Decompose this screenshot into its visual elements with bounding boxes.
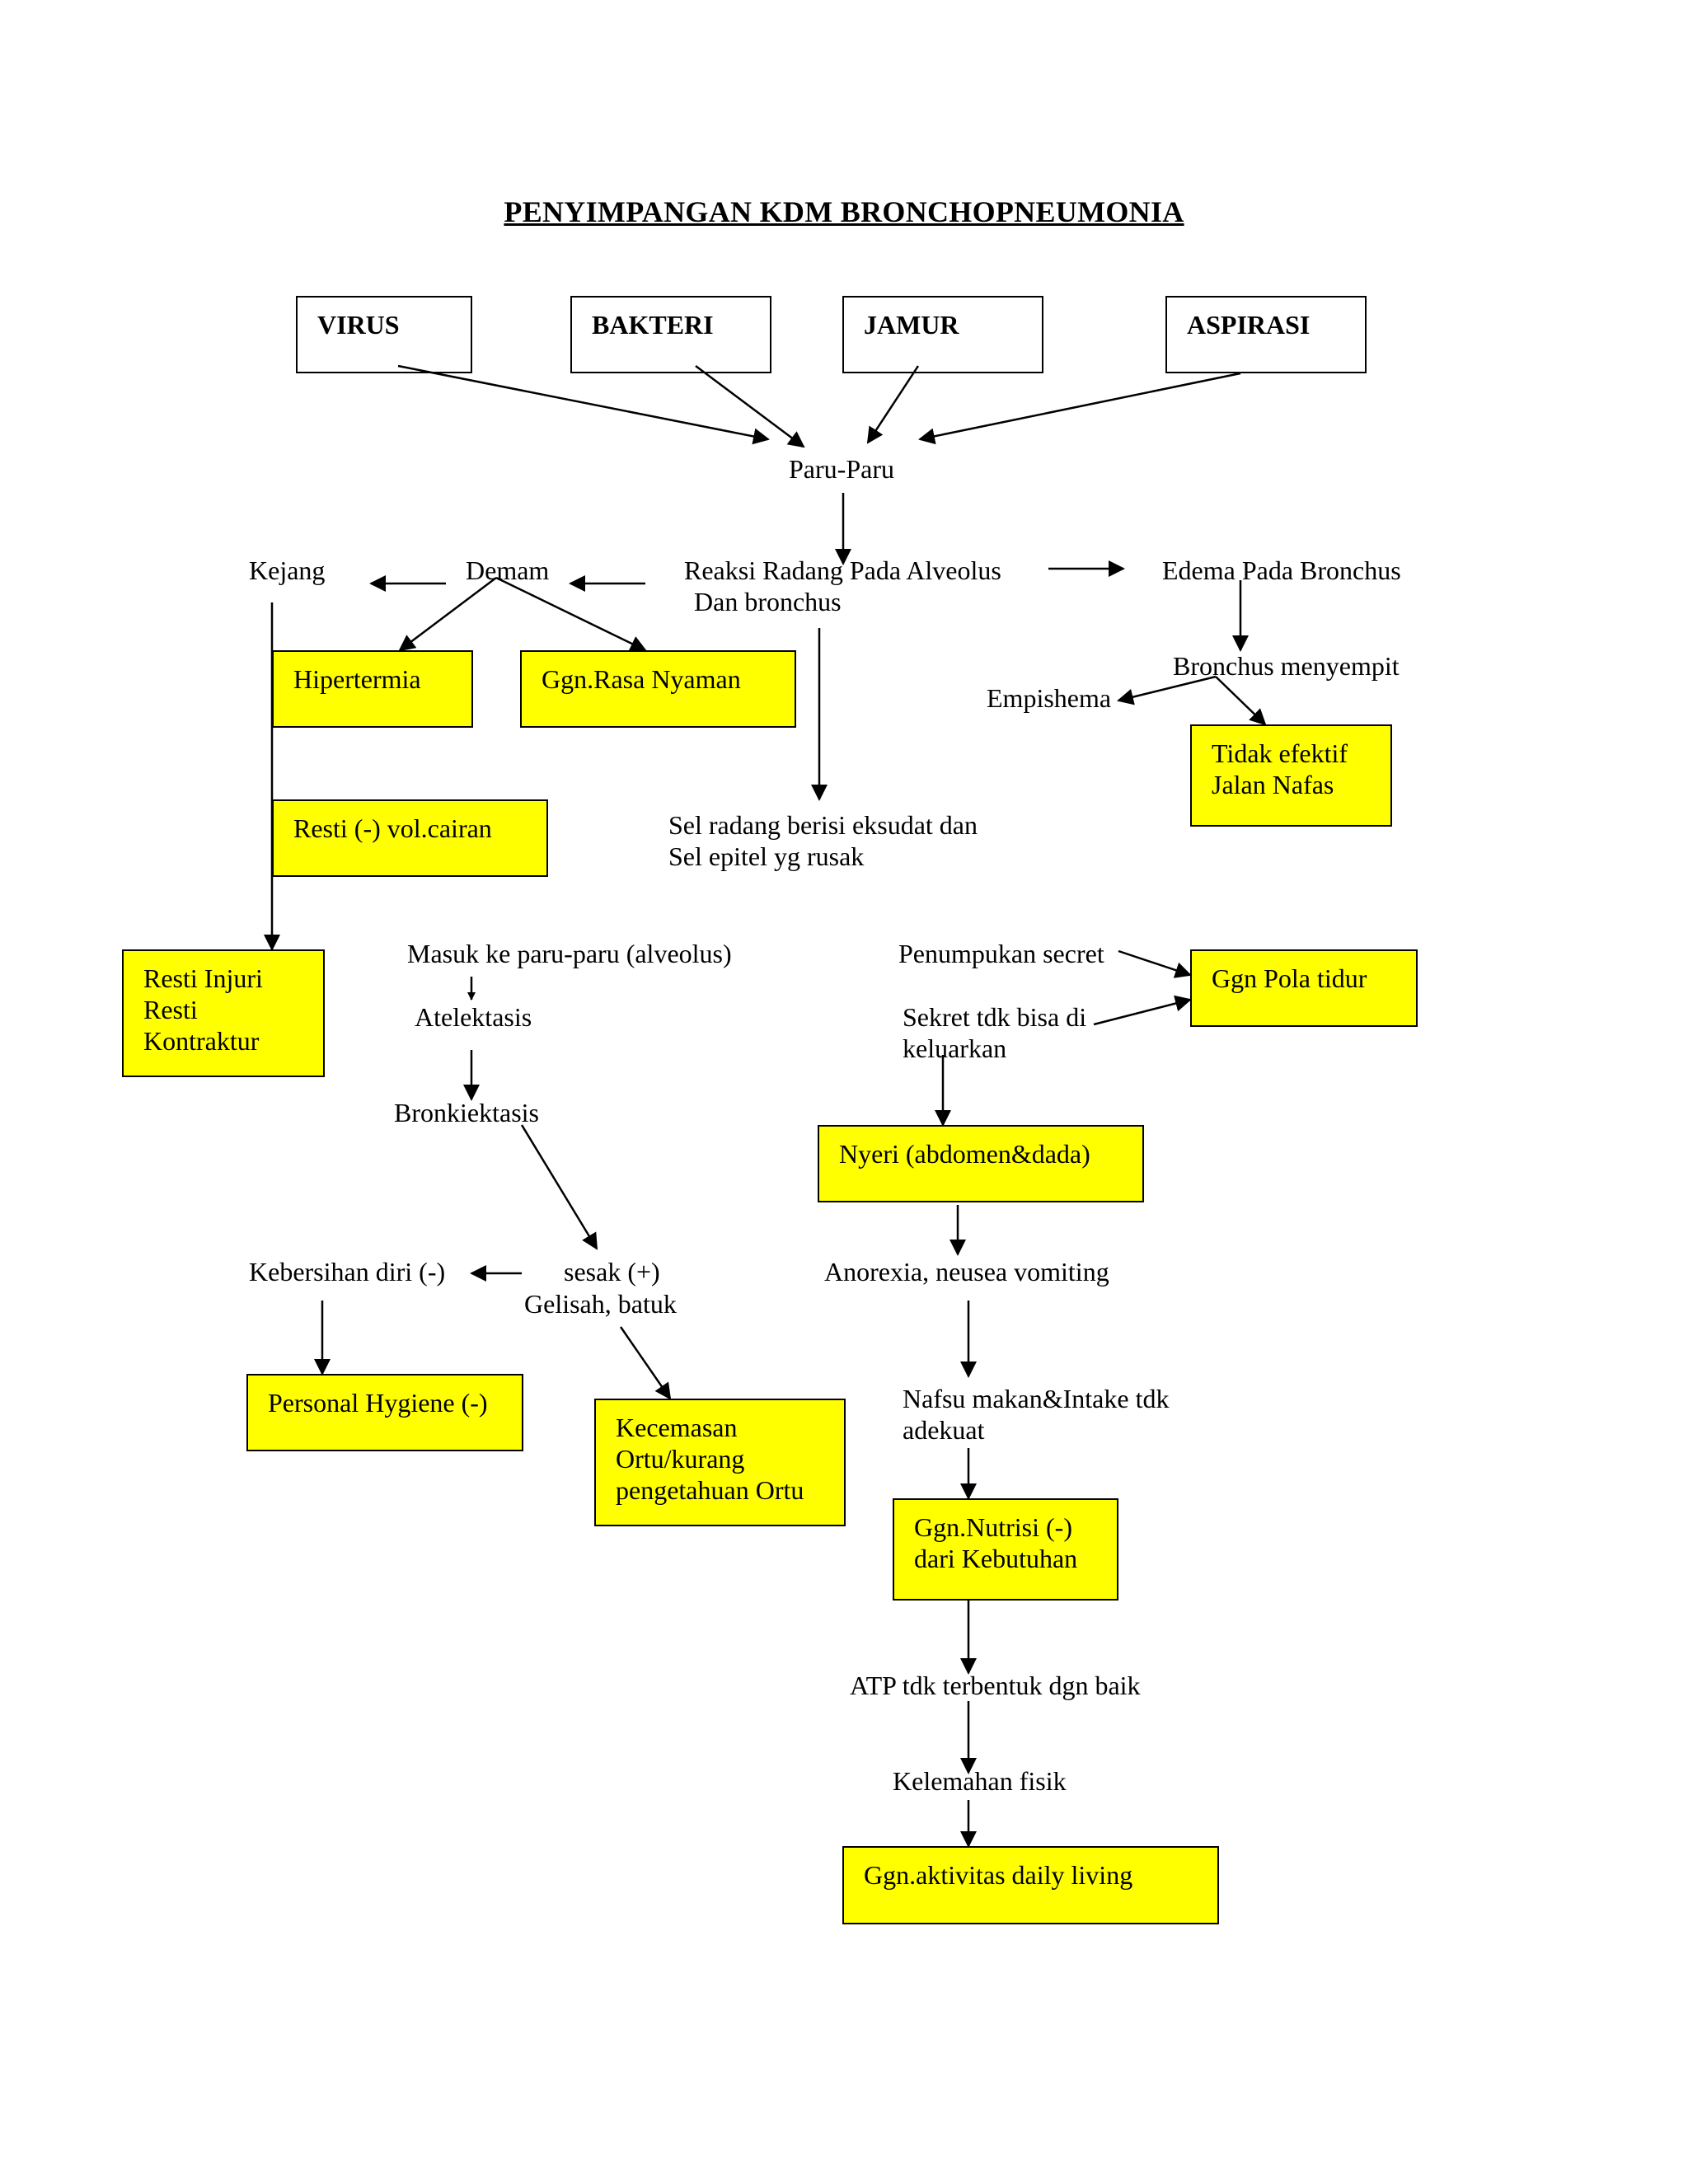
cause-label: VIRUS bbox=[317, 310, 400, 340]
node-line: Sel radang berisi eksudat dan bbox=[668, 810, 978, 840]
diagnosis-nyeri: Nyeri (abdomen&dada) bbox=[818, 1125, 1144, 1202]
arrow-jamur-paru bbox=[866, 365, 920, 444]
diagnosis-line: Kecemasan bbox=[616, 1413, 738, 1442]
diagnosis-line: Resti Injuri bbox=[143, 963, 263, 993]
cause-bakteri: BAKTERI bbox=[570, 296, 771, 373]
node-demam: Demam bbox=[466, 555, 550, 585]
diagnosis-tidak-efektif: Tidak efektif Jalan Nafas bbox=[1190, 724, 1392, 827]
diagnosis-resti-cairan: Resti (-) vol.cairan bbox=[272, 799, 548, 877]
node-atp: ATP tdk terbentuk dgn baik bbox=[850, 1671, 1141, 1700]
node-gelisah: Gelisah, batuk bbox=[524, 1289, 677, 1319]
arrow-demam-hipertermia bbox=[398, 577, 497, 652]
diagnosis-line: Nyeri (abdomen&dada) bbox=[839, 1139, 1090, 1169]
node-line: Reaksi Radang Pada Alveolus bbox=[684, 555, 1001, 585]
node-kelemahan: Kelemahan fisik bbox=[893, 1766, 1067, 1796]
diagnosis-line: Resti bbox=[143, 995, 198, 1024]
cause-virus: VIRUS bbox=[296, 296, 472, 373]
diagnosis-aktivitas: Ggn.aktivitas daily living bbox=[842, 1846, 1219, 1924]
diagnosis-pola-tidur: Ggn Pola tidur bbox=[1190, 949, 1418, 1027]
diagnosis-kecemasan: Kecemasan Ortu/kurang pengetahuan Ortu bbox=[594, 1399, 846, 1526]
diagnosis-line: Ggn Pola tidur bbox=[1212, 963, 1367, 993]
node-kebersihan: Kebersihan diri (-) bbox=[249, 1257, 446, 1286]
node-reaksi-radang: Reaksi Radang Pada Alveolus Dan bronchus bbox=[684, 555, 1001, 617]
diagnosis-nutrisi: Ggn.Nutrisi (-) dari Kebutuhan bbox=[893, 1498, 1118, 1601]
arrow-bakteri-paru bbox=[695, 364, 805, 448]
diagnosis-line: Kontraktur bbox=[143, 1026, 260, 1056]
cause-label: BAKTERI bbox=[592, 310, 714, 340]
node-kejang: Kejang bbox=[249, 555, 326, 585]
cause-aspirasi: ASPIRASI bbox=[1165, 296, 1367, 373]
diagnosis-line: Ggn.Nutrisi (-) bbox=[914, 1512, 1072, 1542]
node-nafsu-makan: Nafsu makan&Intake tdk adekuat bbox=[903, 1383, 1169, 1446]
node-sekret: Sekret tdk bisa di keluarkan bbox=[903, 1001, 1086, 1064]
node-empishema: Empishema bbox=[987, 683, 1112, 713]
diagnosis-line: Tidak efektif bbox=[1212, 738, 1348, 768]
node-line: keluarkan bbox=[903, 1033, 1007, 1063]
diagnosis-line: Personal Hygiene (-) bbox=[268, 1388, 488, 1418]
node-sesak: sesak (+) bbox=[564, 1257, 660, 1286]
node-masuk-paru: Masuk ke paru-paru (alveolus) bbox=[407, 939, 732, 968]
node-line: Nafsu makan&Intake tdk bbox=[903, 1384, 1170, 1413]
node-sel-radang: Sel radang berisi eksudat dan Sel epitel… bbox=[668, 809, 978, 872]
diagnosis-line: Ggn.aktivitas daily living bbox=[864, 1860, 1133, 1890]
node-line: Dan bronchus bbox=[694, 587, 842, 616]
node-edema: Edema Pada Bronchus bbox=[1162, 555, 1401, 585]
node-penumpukan: Penumpukan secret bbox=[898, 939, 1104, 968]
diagnosis-resti-injuri: Resti Injuri Resti Kontraktur bbox=[122, 949, 325, 1077]
diagnosis-line: Resti (-) vol.cairan bbox=[293, 813, 492, 843]
cause-label: ASPIRASI bbox=[1187, 310, 1311, 340]
diagnosis-line: pengetahuan Ortu bbox=[616, 1475, 804, 1505]
cause-label: JAMUR bbox=[864, 310, 959, 340]
diagnosis-hipertermia: Hipertermia bbox=[272, 650, 473, 728]
node-line: Sel epitel yg rusak bbox=[668, 841, 865, 871]
arrow-virus-paru bbox=[397, 364, 770, 445]
arrow-gelisah-kecemasan bbox=[619, 1326, 672, 1400]
diagnosis-line: Ortu/kurang bbox=[616, 1444, 745, 1474]
arrow-demam-rasanyaman bbox=[495, 576, 647, 652]
node-anorexia: Anorexia, neusea vomiting bbox=[824, 1257, 1109, 1286]
arrow-aspirasi-paru bbox=[918, 372, 1241, 445]
node-atelektasis: Atelektasis bbox=[415, 1002, 532, 1032]
diagnosis-rasa-nyaman: Ggn.Rasa Nyaman bbox=[520, 650, 796, 728]
diagnosis-personal-hygiene: Personal Hygiene (-) bbox=[246, 1374, 523, 1451]
arrow-bronchus-tidakefektif bbox=[1215, 676, 1267, 726]
node-bronchus-menyempit: Bronchus menyempit bbox=[1173, 651, 1400, 681]
diagnosis-line: Jalan Nafas bbox=[1212, 770, 1334, 799]
cause-jamur: JAMUR bbox=[842, 296, 1043, 373]
node-line: Sekret tdk bisa di bbox=[903, 1002, 1087, 1032]
arrow-sekret-polatidur bbox=[1093, 995, 1192, 1026]
node-line: adekuat bbox=[903, 1415, 985, 1445]
diagnosis-line: Hipertermia bbox=[293, 664, 421, 694]
arrow-penumpukan-polatidur bbox=[1118, 949, 1192, 978]
diagnosis-line: dari Kebutuhan bbox=[914, 1544, 1078, 1573]
node-paru-paru: Paru-Paru bbox=[789, 454, 894, 484]
diagram-title: PENYIMPANGAN KDM BRONCHOPNEUMONIA bbox=[504, 195, 1184, 228]
node-bronkiektasis: Bronkiektasis bbox=[394, 1098, 539, 1127]
diagnosis-line: Ggn.Rasa Nyaman bbox=[542, 664, 741, 694]
arrow-bronkiektasis-sesak bbox=[520, 1124, 598, 1250]
